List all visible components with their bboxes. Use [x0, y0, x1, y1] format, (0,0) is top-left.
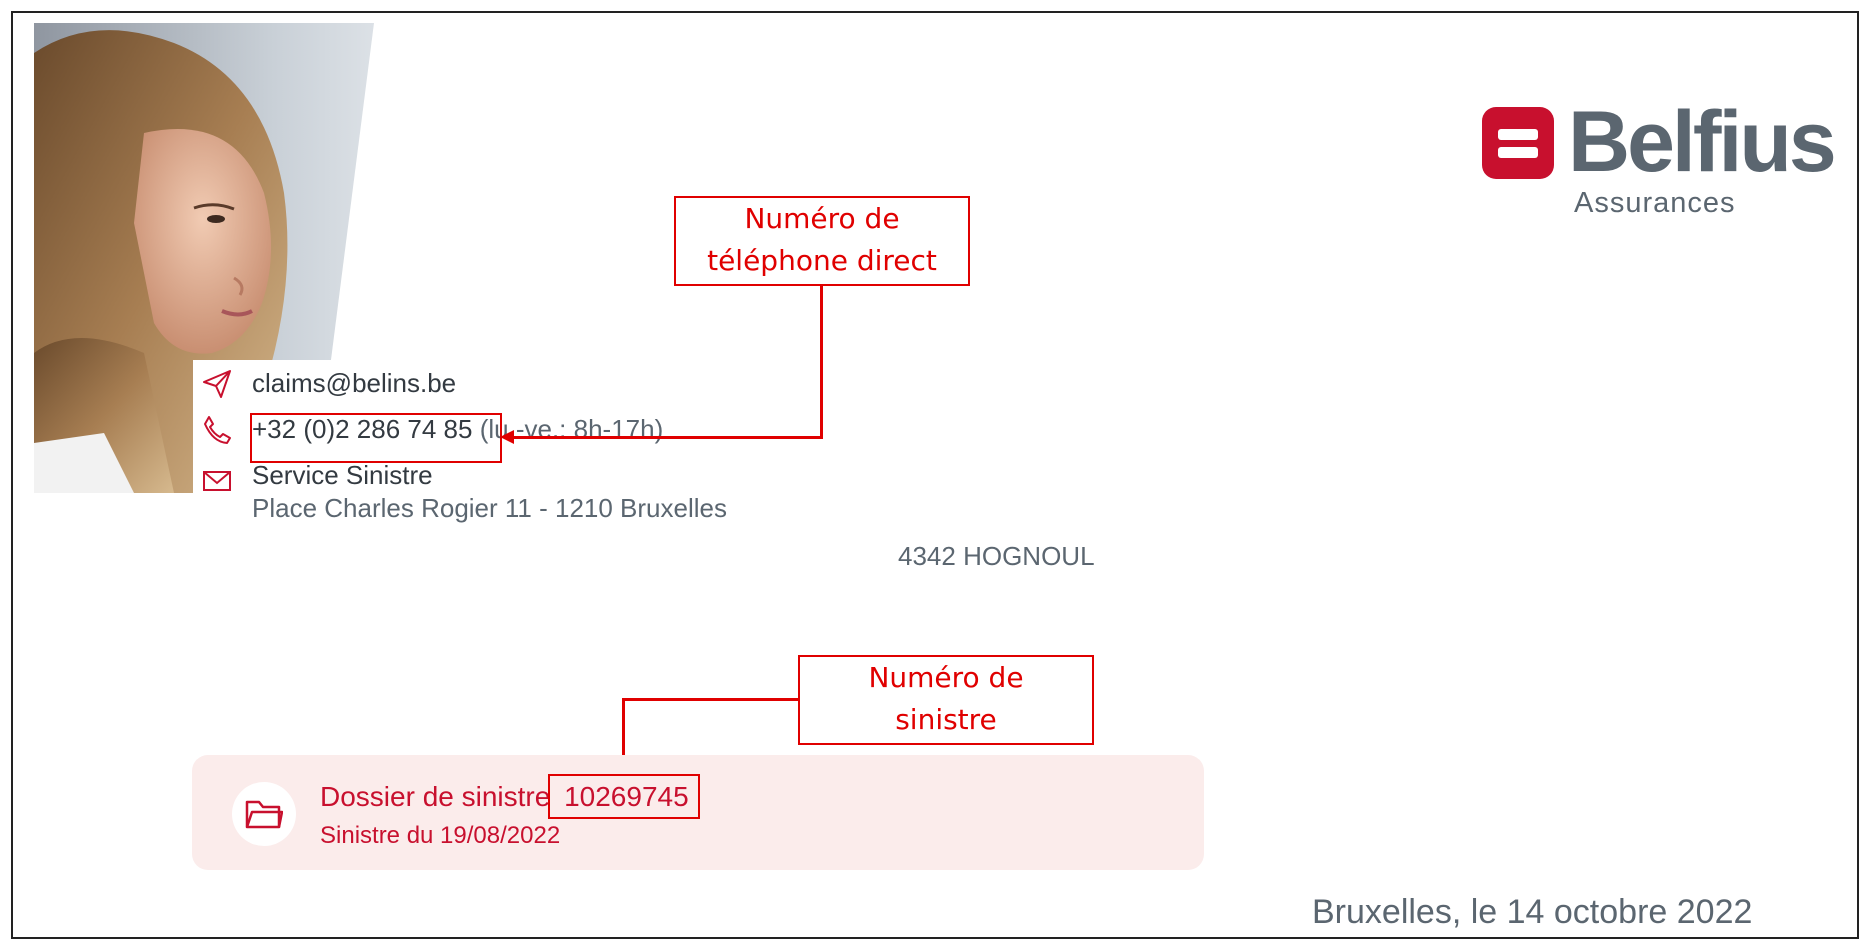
- claim-date: Sinistre du 19/08/2022: [320, 822, 561, 849]
- phone-highlight-box: [250, 413, 502, 463]
- phone-line: +32 (0)2 286 74 85 (lu.-ve.: 8h-17h): [252, 414, 663, 445]
- folder-icon: [245, 800, 283, 829]
- folder-icon-circle: [232, 782, 296, 846]
- service-address: Place Charles Rogier 11 - 1210 Bruxelles: [252, 493, 727, 523]
- claim-connector-horizontal: [623, 698, 799, 701]
- claim-number-highlight-box: [548, 774, 700, 819]
- phone-annotation: Numéro de téléphone direct: [674, 196, 970, 286]
- phone-arrow-icon: [500, 430, 514, 444]
- claim-annotation: Numéro de sinistre: [798, 655, 1094, 745]
- phone-connector-horizontal: [508, 436, 823, 439]
- claim-annotation-line2: sinistre: [895, 703, 997, 736]
- brand-subtitle: Assurances: [1574, 187, 1736, 219]
- claim-connector-vertical: [622, 698, 625, 760]
- belfius-logo: Belfius Assurances: [1482, 94, 1837, 223]
- contact-block: claims@belins.be +32 (0)2 286 74 85 (lu.…: [193, 360, 753, 530]
- email-link[interactable]: claims@belins.be: [252, 368, 457, 398]
- dossier-label: Dossier de sinistre: [320, 781, 551, 812]
- send-icon: [203, 370, 231, 398]
- brand-name: Belfius: [1568, 94, 1837, 190]
- phone-annotation-line2: téléphone direct: [707, 244, 937, 277]
- claim-annotation-line1: Numéro de: [868, 661, 1024, 694]
- phone-connector-vertical: [820, 286, 823, 439]
- dossier-title: Dossier de sinistre 10269745: [320, 781, 689, 813]
- contact-panel: [193, 360, 613, 500]
- phone-icon: [204, 416, 231, 444]
- phone-annotation-line1: Numéro de: [744, 202, 900, 235]
- belfius-mark-icon: [1482, 107, 1554, 179]
- claim-number: 10269745: [564, 781, 689, 812]
- recipient-city: 4342 HOGNOUL: [898, 541, 1095, 571]
- envelope-icon: [203, 471, 231, 491]
- service-name: Service Sinistre: [252, 460, 433, 490]
- phone-number[interactable]: +32 (0)2 286 74 85: [252, 414, 473, 444]
- letter-date: Bruxelles, le 14 octobre 2022: [1312, 893, 1753, 931]
